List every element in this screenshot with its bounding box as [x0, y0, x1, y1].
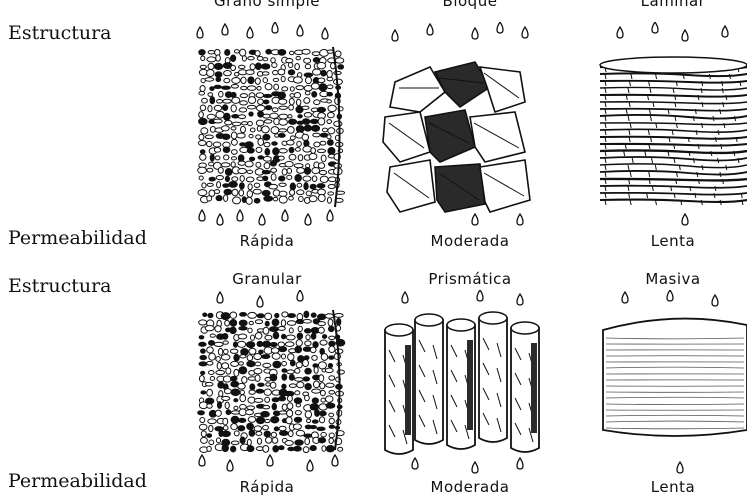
water-drop-icon: [259, 214, 265, 225]
water-drop-icon: [517, 294, 523, 305]
water-drop-icon: [677, 462, 683, 473]
water-drop-icon: [522, 27, 528, 38]
water-drop-icon: [305, 214, 311, 225]
row1-structure-label: Estructura: [8, 22, 112, 44]
granular-structure-illustration: [190, 290, 350, 480]
row1-permeability-label: Permeabilidad: [8, 227, 147, 249]
water-drop-icon: [217, 292, 223, 303]
single-grain-structure-illustration: [190, 22, 350, 237]
water-drop-icon: [257, 296, 263, 307]
water-drop-icon: [517, 214, 523, 225]
water-drop-icon: [477, 290, 483, 301]
water-drop-icon: [667, 290, 673, 301]
water-drop-icon: [682, 30, 688, 41]
water-drop-icon: [472, 214, 478, 225]
water-drop-icon: [427, 24, 433, 35]
row1-title-single-grain: Grano simple: [182, 0, 352, 10]
water-drop-icon: [402, 292, 408, 303]
water-drop-icon: [297, 290, 303, 301]
row1-title-laminar: Laminar: [588, 0, 747, 10]
block-structure-illustration: [375, 22, 555, 237]
water-drop-icon: [392, 30, 398, 41]
row2-permeability-label: Permeabilidad: [8, 470, 147, 492]
water-drop-icon: [227, 460, 233, 471]
row2-perm-moderate: Moderada: [385, 478, 555, 496]
row2-title-granular: Granular: [182, 270, 352, 288]
prismatic-structure-illustration: [375, 290, 555, 480]
water-drop-icon: [622, 292, 628, 303]
water-drop-icon: [297, 25, 303, 36]
water-drop-icon: [282, 210, 288, 221]
water-drop-icon: [247, 27, 253, 38]
water-drop-icon: [222, 24, 228, 35]
water-drop-icon: [272, 22, 278, 33]
laminar-structure-illustration: [595, 22, 747, 237]
water-drop-icon: [322, 28, 328, 39]
water-drop-icon: [332, 455, 338, 466]
water-drop-icon: [267, 455, 273, 466]
water-drop-icon: [472, 462, 478, 473]
row2-perm-fast: Rápida: [182, 478, 352, 496]
water-drop-icon: [197, 27, 203, 38]
water-drop-icon: [652, 22, 658, 33]
water-drop-icon: [237, 210, 243, 221]
water-drop-icon: [722, 26, 728, 37]
row2-title-massive: Masiva: [588, 270, 747, 288]
water-drop-icon: [199, 210, 205, 221]
water-drop-icon: [217, 214, 223, 225]
water-drop-icon: [617, 27, 623, 38]
water-drop-icon: [472, 28, 478, 39]
water-drop-icon: [307, 460, 313, 471]
water-drop-icon: [412, 458, 418, 469]
water-drop-icon: [327, 210, 333, 221]
water-drop-icon: [712, 295, 718, 306]
water-drop-icon: [682, 214, 688, 225]
water-drop-icon: [199, 455, 205, 466]
row2-perm-slow: Lenta: [588, 478, 747, 496]
row1-title-block: Bloque: [385, 0, 555, 10]
row2-structure-label: Estructura: [8, 275, 112, 297]
massive-structure-illustration: [595, 290, 747, 480]
water-drop-icon: [497, 22, 503, 33]
row2-title-prismatic: Prismática: [385, 270, 555, 288]
water-drop-icon: [517, 458, 523, 469]
